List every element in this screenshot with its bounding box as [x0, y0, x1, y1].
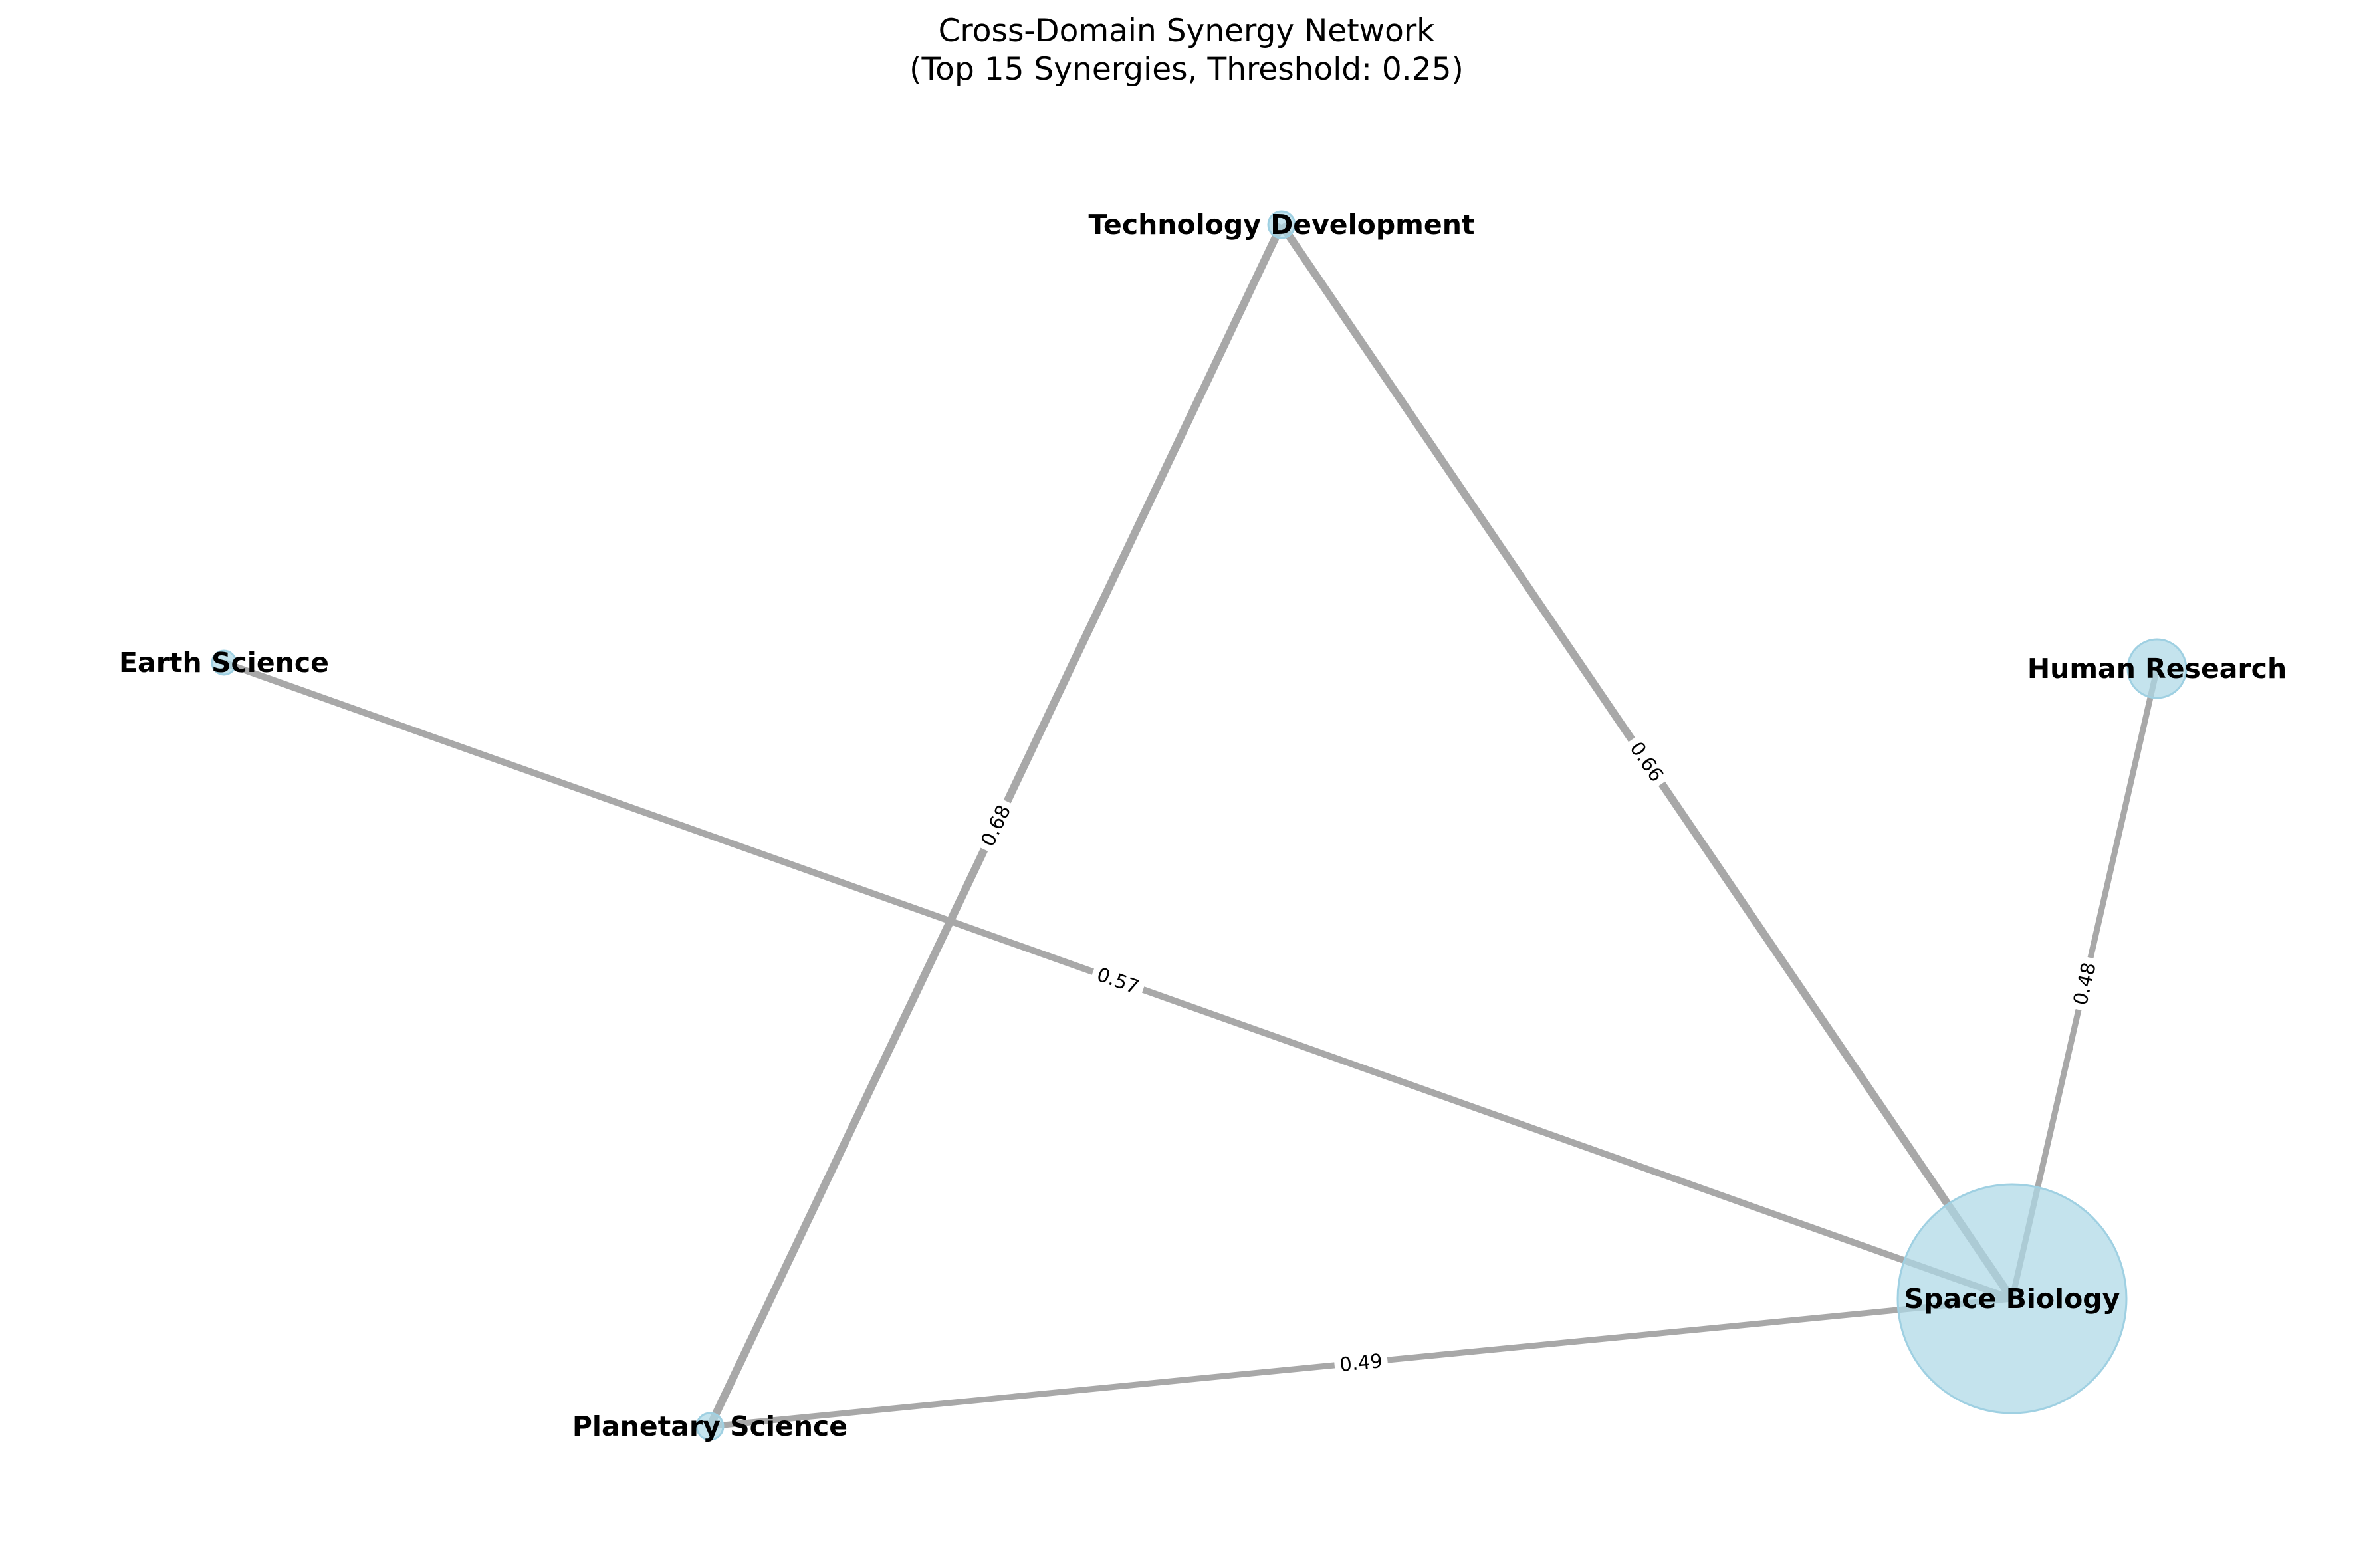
edge-label-background — [1088, 959, 1148, 1002]
node-label-space: Space Biology — [1904, 1283, 2120, 1315]
edge-label-tech-planetary: 0.68 — [972, 796, 1020, 855]
edge-label-background — [972, 796, 1020, 855]
edge-label-background — [1333, 1347, 1389, 1379]
node-earth — [211, 649, 237, 676]
edge-label-background — [2065, 954, 2104, 1013]
edges-layer — [223, 222, 2160, 1430]
node-space — [1896, 1183, 2128, 1414]
edge-label-earth-space: 0.57 — [1088, 959, 1148, 1002]
node-label-planetary: Planetary Science — [572, 1410, 848, 1442]
edge-label-human-space: 0.48 — [2065, 954, 2104, 1013]
edge-weight-label: 0.49 — [1339, 1349, 1384, 1376]
chart-title-line-1: Cross-Domain Synergy Network — [938, 13, 1435, 49]
edge-label-planetary-space: 0.49 — [1333, 1347, 1389, 1379]
node-planetary — [695, 1412, 725, 1441]
chart-title-line-2: (Top 15 Synergies, Threshold: 0.25) — [909, 51, 1464, 88]
chart-title: Cross-Domain Synergy Network (Top 15 Syn… — [0, 12, 2373, 89]
nodes-layer — [211, 210, 2188, 1441]
node-tech — [1267, 210, 1296, 239]
node-label-tech: Technology Development — [1088, 209, 1474, 241]
node-label-earth: Earth Science — [119, 647, 329, 679]
edge-label-background — [1621, 732, 1673, 792]
node-human — [2126, 638, 2188, 699]
edge-weight-label: 0.48 — [2069, 960, 2100, 1008]
node-label-human: Human Research — [2027, 653, 2287, 685]
